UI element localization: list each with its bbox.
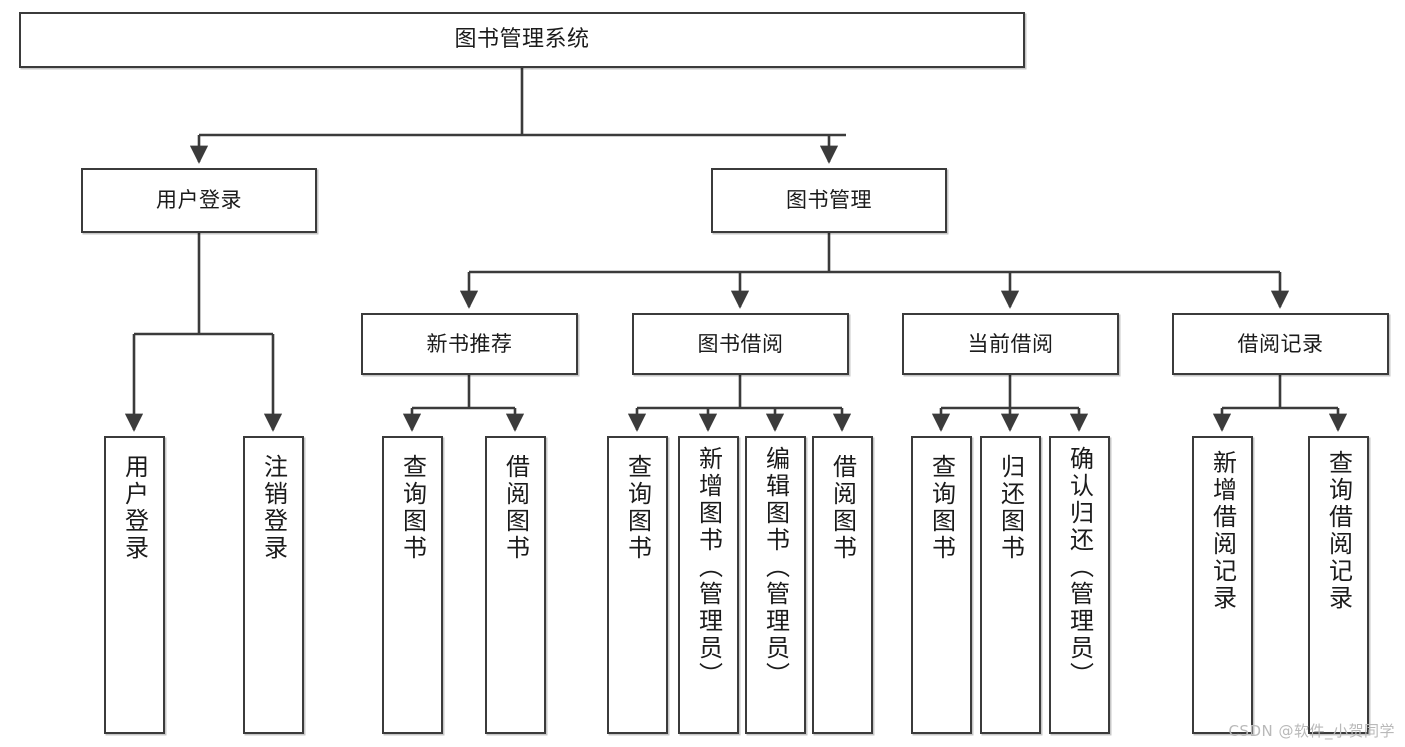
leaf-current-borrow-1-label: 归还图书 [996,454,1025,562]
leaf-new-book-1-label: 借阅图书 [501,454,530,562]
node-book-borrow[interactable]: 图书借阅 [632,313,849,375]
node-new-book-recommend-label: 新书推荐 [426,331,513,356]
node-book-borrow-label: 图书借阅 [697,331,784,356]
leaf-current-borrow-2[interactable]: 确认归还（管理员） [1049,436,1110,734]
leaf-current-borrow-0[interactable]: 查询图书 [911,436,972,734]
node-borrow-record-label: 借阅记录 [1237,331,1324,356]
node-book-manage[interactable]: 图书管理 [711,168,947,233]
leaf-new-book-1[interactable]: 借阅图书 [485,436,546,734]
node-root[interactable]: 图书管理系统 [19,12,1025,68]
leaf-book-borrow-1-label: 新增图书（管理员） [694,446,723,689]
leaf-current-borrow-1[interactable]: 归还图书 [980,436,1041,734]
leaf-book-borrow-3-label: 借阅图书 [828,454,857,562]
leaf-book-borrow-2[interactable]: 编辑图书（管理员） [745,436,806,734]
leaf-borrow-record-0[interactable]: 新增借阅记录 [1192,436,1253,734]
leaf-book-borrow-3[interactable]: 借阅图书 [812,436,873,734]
leaf-user-login-1[interactable]: 注销登录 [243,436,304,734]
leaf-book-borrow-2-label: 编辑图书（管理员） [761,446,790,689]
node-new-book-recommend[interactable]: 新书推荐 [361,313,578,375]
node-borrow-record[interactable]: 借阅记录 [1172,313,1389,375]
node-book-manage-label: 图书管理 [786,188,872,213]
leaf-new-book-0-label: 查询图书 [398,454,427,562]
node-user-login-label: 用户登录 [156,188,242,213]
leaf-book-borrow-1[interactable]: 新增图书（管理员） [678,436,739,734]
leaf-borrow-record-0-label: 新增借阅记录 [1208,450,1237,612]
leaf-book-borrow-0[interactable]: 查询图书 [607,436,668,734]
leaf-user-login-1-label: 注销登录 [259,454,288,562]
leaf-current-borrow-2-label: 确认归还（管理员） [1065,446,1094,689]
node-user-login[interactable]: 用户登录 [81,168,317,233]
node-current-borrow[interactable]: 当前借阅 [902,313,1119,375]
node-root-label: 图书管理系统 [454,27,590,53]
leaf-user-login-0-label: 用户登录 [120,454,149,562]
leaf-borrow-record-1[interactable]: 查询借阅记录 [1308,436,1369,734]
leaf-book-borrow-0-label: 查询图书 [623,454,652,562]
leaf-current-borrow-0-label: 查询图书 [927,454,956,562]
watermark: CSDN @软件_小贺同学 [1228,722,1395,740]
leaf-new-book-0[interactable]: 查询图书 [382,436,443,734]
leaf-borrow-record-1-label: 查询借阅记录 [1324,450,1353,612]
node-current-borrow-label: 当前借阅 [967,331,1054,356]
leaf-user-login-0[interactable]: 用户登录 [104,436,165,734]
